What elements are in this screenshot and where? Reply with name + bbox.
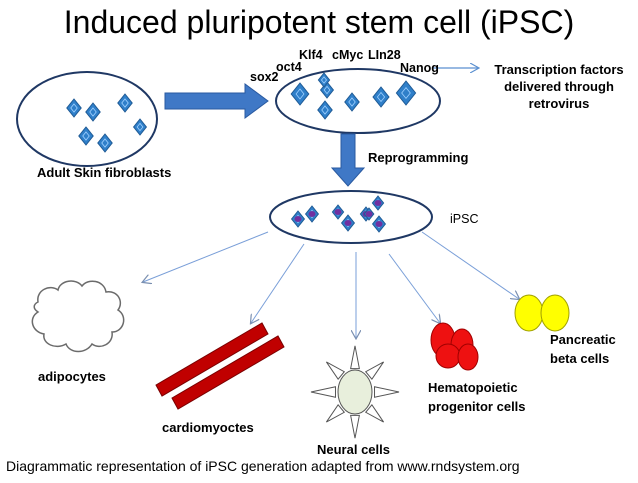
transcription-note: Transcription factors delivered through …: [484, 61, 634, 112]
label-reprogramming: Reprogramming: [368, 150, 469, 165]
ipsc-nucleus-8: [365, 211, 373, 217]
cardiomyocyte-bar-1: [155, 322, 269, 397]
label-fibroblasts: Adult Skin fibroblasts: [37, 165, 172, 180]
factor-klf4: Klf4: [299, 48, 323, 62]
transfected-cell-6-core: [401, 86, 411, 100]
fibroblast-cell-3-core: [121, 98, 129, 108]
fibroblast-cell-1-core: [70, 103, 78, 113]
neural-cell-body: [337, 369, 373, 415]
factor-cmyc: cMyc: [332, 48, 364, 62]
label-pancreatic-line-1: Pancreatic: [550, 332, 616, 347]
ipsc-nucleus-1: [294, 216, 302, 222]
transcription-note-line-3: retrovirus: [528, 96, 590, 111]
transfected-cell-4: [344, 92, 360, 112]
neural-spike-8: [325, 361, 346, 380]
label-adipocytes: adipocytes: [38, 369, 106, 384]
transfected-cell-7-core: [320, 76, 328, 84]
fibroblast-cell-4-core: [82, 131, 90, 141]
label-ipsc: iPSC: [450, 212, 479, 226]
label-pancreatic: Pancreatic beta cells: [550, 330, 616, 368]
transfected-cell-3-core: [321, 105, 329, 115]
neural-spike-5: [350, 414, 360, 439]
transfection-arrow: [164, 83, 269, 119]
figure-caption: Diagrammatic representation of iPSC gene…: [6, 458, 520, 474]
ipsc-dish: [269, 190, 433, 244]
transcription-note-line-2: delivered through: [504, 79, 614, 94]
factor-oct4: oct4: [276, 60, 302, 74]
fibroblast-cell-5: [97, 133, 113, 153]
transfected-cell-1-core: [295, 88, 305, 100]
cardiomyocyte-bar-2: [171, 335, 285, 410]
transfected-cell-6: [395, 80, 417, 106]
transcription-note-line-1: Transcription factors: [494, 62, 624, 77]
ipsc-nucleus-3: [334, 209, 342, 215]
label-pancreatic-line-2: beta cells: [550, 351, 610, 366]
fibroblast-cell-6-core: [136, 122, 144, 132]
neural-spike-2: [364, 361, 385, 380]
arrow-to-cardiomyocytes: [251, 243, 305, 323]
fibroblast-cells: [66, 93, 148, 153]
ipsc-nucleus-6: [374, 200, 382, 206]
fibroblast-dish: [16, 71, 158, 167]
ipsc-cells: [290, 195, 387, 233]
beta-cell-2: [540, 294, 570, 332]
neural-spike-1: [350, 345, 360, 370]
fibroblast-cell-1: [66, 98, 82, 118]
fibroblast-cell-4: [78, 126, 94, 146]
reprogramming-arrow: [330, 133, 366, 187]
arrow-to-hematopoietic: [388, 253, 440, 323]
transfected-cell-7: [317, 72, 331, 88]
fibroblast-cell-5-core: [101, 138, 109, 148]
label-hematopoietic-line-1: Hematopoietic: [428, 380, 518, 395]
label-hematopoietic-line-2: progenitor cells: [428, 399, 526, 414]
fibroblast-cell-2-core: [89, 107, 97, 117]
factor-lin28: LIn28: [368, 48, 401, 62]
label-neural: Neural cells: [317, 442, 390, 457]
hematopoietic-cells: [430, 322, 479, 371]
transfected-cell-2: [319, 81, 335, 99]
arrow-to-adipocytes: [143, 231, 269, 282]
transfected-cell-3: [317, 100, 333, 120]
factor-sox2: sox2: [250, 70, 279, 84]
ipsc-nucleus-4: [344, 220, 352, 226]
transfected-cell-2-core: [323, 85, 331, 95]
neural-spike-4: [364, 404, 385, 423]
page-title: Induced pluripotent stem cell (iPSC): [63, 4, 575, 40]
neural-spike-6: [325, 404, 346, 423]
factor-nanog: Nanog: [400, 61, 439, 75]
adipocyte-cell: [31, 280, 125, 353]
transfected-cells: [290, 72, 417, 120]
neural-spike-3: [374, 386, 400, 398]
label-cardiomyocytes: cardiomyoctes: [162, 420, 254, 435]
transfected-cell-4-core: [348, 97, 356, 107]
transfected-cell-5-core: [376, 91, 386, 103]
label-hematopoietic: Hematopoietic progenitor cells: [428, 378, 526, 416]
neural-cell: [310, 345, 400, 439]
fibroblast-cell-6: [132, 118, 148, 136]
arrow-to-pancreatic: [421, 231, 519, 299]
transfected-cell-1: [290, 82, 310, 106]
ipsc-nucleus-2: [308, 211, 316, 217]
fibroblast-cell-3: [117, 93, 133, 113]
transfected-cell-5: [372, 86, 390, 108]
fibroblast-cell-2: [85, 102, 101, 122]
beta-cell-1: [514, 294, 544, 332]
neural-spike-7: [310, 386, 336, 398]
ipsc-nucleus-7: [375, 221, 383, 227]
